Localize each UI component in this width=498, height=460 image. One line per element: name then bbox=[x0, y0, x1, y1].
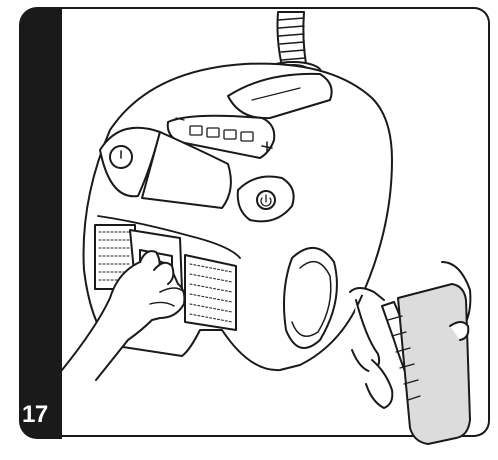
minus-icon bbox=[175, 117, 185, 121]
hand-illustration bbox=[61, 250, 186, 381]
step-border bbox=[60, 7, 490, 437]
suction-control-icon bbox=[189, 125, 203, 136]
filter-panel bbox=[397, 283, 471, 445]
plus-icon bbox=[261, 141, 273, 153]
cord-rewind-icon bbox=[256, 190, 276, 210]
filter-cassette-inset bbox=[349, 261, 472, 445]
filter-grille-right bbox=[184, 254, 237, 331]
step-sidebar bbox=[19, 7, 62, 439]
step-number: 17 bbox=[22, 401, 48, 428]
